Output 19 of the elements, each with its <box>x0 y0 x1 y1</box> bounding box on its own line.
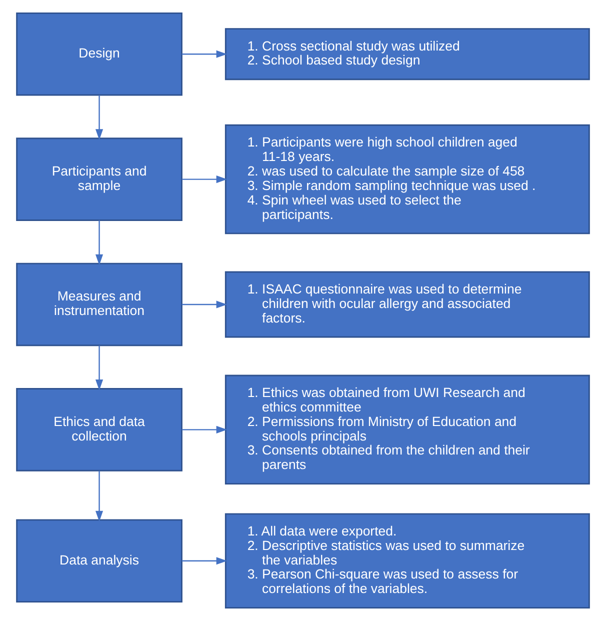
node-box: Data analysis <box>16 519 182 603</box>
arrow <box>182 300 228 308</box>
arrow <box>95 470 104 522</box>
arrow <box>95 220 104 266</box>
node-box: Participants and sample <box>16 138 182 221</box>
node-box: 1. ISAAC questionnaire was used to determine children with ocular allergy and associated factors. <box>224 271 590 338</box>
node-box: Design <box>16 12 182 96</box>
node-box: Measures and instrumentation <box>16 262 182 346</box>
arrow <box>95 95 104 140</box>
node-box: 1. Participants were high school children aged 11-18 years. 2. was used to calculate the sample size of 458 3. Simple random sampling technique was used . 4. Spin wheel was used to select the participants. <box>224 124 590 234</box>
node-box: 1. Cross sectional study was utilized 2. School based study design <box>224 28 590 80</box>
arrow <box>182 176 228 184</box>
arrow <box>182 50 228 58</box>
arrow <box>182 426 228 434</box>
node-box: Ethics and data collection <box>16 388 182 472</box>
node-box: 1. All data were exported. 2. Descriptive statistics was used to summarize the variables 3. Pearson Chi-square was used to assess for correlations of the variables. <box>224 513 590 609</box>
arrow <box>182 557 228 565</box>
node-box: 1. Ethics was obtained from UWI Research and ethics committee 2. Permissions from Ministry of Education and schools principals 3. Consents obtained from the children and their parents <box>224 374 590 485</box>
arrow <box>95 345 104 390</box>
